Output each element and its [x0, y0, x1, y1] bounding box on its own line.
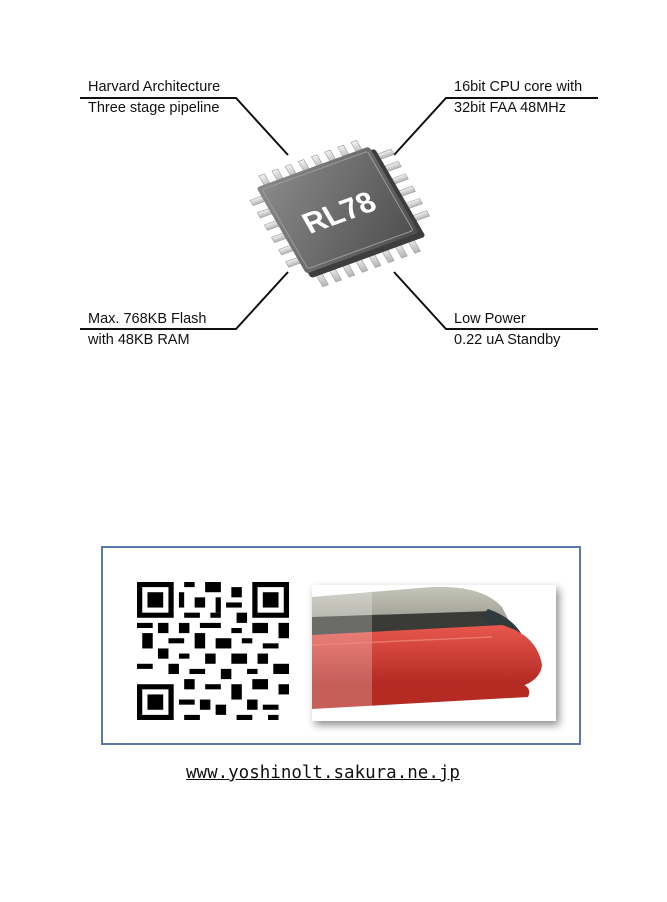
feature-text: 32bit FAA 48MHz: [454, 100, 567, 116]
chip-body: [257, 147, 418, 273]
feature-cpu-core: 16bit CPU core with 32bit FAA 48MHz: [454, 77, 582, 119]
feature-power: Low Power 0.22 uA Standby: [454, 309, 560, 351]
chip-graphic: RL78: [249, 140, 431, 288]
feature-text: 0.22 uA Standby: [454, 332, 561, 348]
feature-text: Low Power: [454, 311, 526, 327]
leader-lines: [80, 97, 598, 330]
feature-text: Max. 768KB Flash: [88, 311, 207, 327]
leader-line-top-left: [80, 97, 289, 156]
leader-line-top-right: [393, 97, 598, 156]
train-photo-icon: [312, 585, 556, 721]
feature-text: 16bit CPU core with: [454, 79, 583, 95]
feature-text: Harvard Architecture: [88, 79, 221, 95]
leader-line-bottom-right: [393, 271, 598, 330]
feature-text: with 48KB RAM: [88, 332, 190, 348]
feature-memory: Max. 768KB Flash with 48KB RAM: [88, 309, 206, 351]
qr-code-icon[interactable]: [137, 582, 289, 720]
feature-architecture: Harvard Architecture Three stage pipelin…: [88, 77, 220, 119]
leader-line-bottom-left: [80, 271, 289, 330]
feature-text: Three stage pipeline: [88, 100, 220, 116]
website-link[interactable]: www.yoshinolt.sakura.ne.jp: [186, 763, 460, 783]
